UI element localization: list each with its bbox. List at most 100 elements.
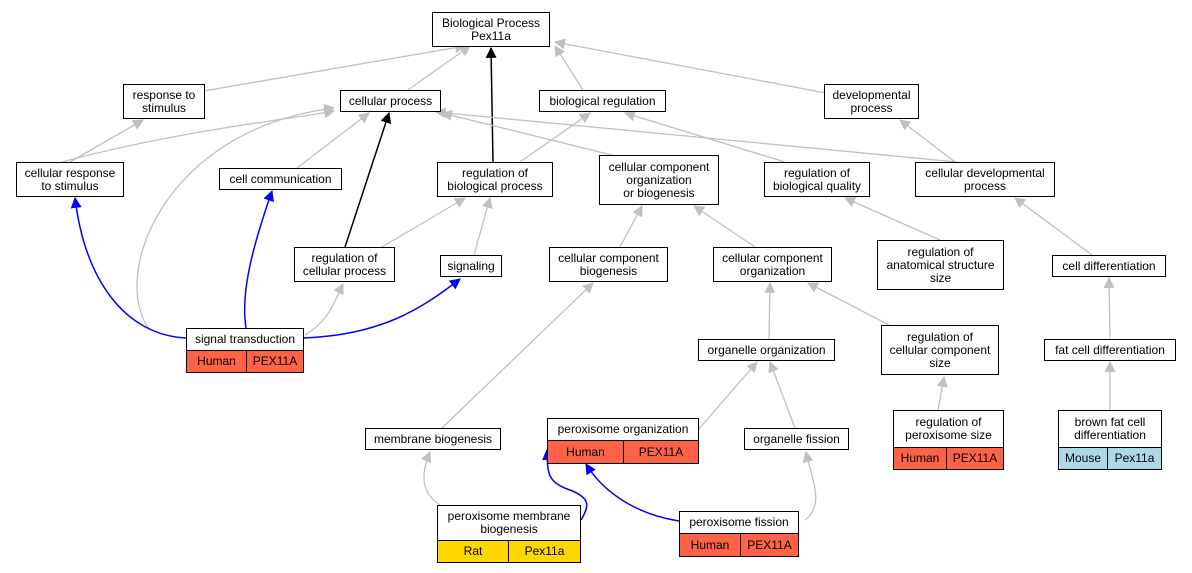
regulates-edge: [344, 111, 392, 248]
node-regulation-of-peroxisome-size[interactable]: regulation of peroxisome size Human PEX1…: [893, 410, 1004, 470]
node-organelle-organization[interactable]: organelle organization: [698, 339, 835, 361]
node-label: cell differentiation: [1062, 258, 1156, 273]
node-label: cell communication: [229, 171, 332, 186]
node-organelle-fission[interactable]: organelle fission: [744, 428, 849, 450]
is-a-edge: [553, 38, 827, 94]
is-a-edge: [381, 197, 466, 248]
node-brown-fat-cell-differentiation[interactable]: brown fat cell differentiation Mouse Pex…: [1058, 410, 1162, 470]
is-a-edge: [69, 119, 144, 163]
species-cell: Human: [186, 350, 247, 373]
gene-cell: PEX11A: [247, 350, 304, 373]
node-signaling[interactable]: signaling: [440, 255, 502, 277]
species-cell: Rat: [437, 540, 509, 563]
node-regulation-of-cellular-component-size[interactable]: regulation of cellular component size: [881, 325, 999, 375]
annotation-path-edge: [541, 448, 588, 521]
is-a-edge: [697, 361, 758, 431]
node-label: peroxisome fission: [689, 515, 789, 529]
node-label: regulation of biological quality: [772, 165, 862, 193]
node-cellular-component-biogenesis[interactable]: cellular component biogenesis: [549, 247, 668, 282]
node-label: peroxisome membrane biogenesis: [447, 509, 571, 536]
gene-cell: Pex11a: [509, 540, 581, 563]
node-signal-transduction[interactable]: signal transduction Human PEX11A: [186, 328, 304, 373]
species-cell: Human: [893, 447, 947, 470]
gene-cell: PEX11A: [947, 447, 1004, 470]
node-peroxisome-membrane-biogenesis[interactable]: peroxisome membrane biogenesis Rat Pex11…: [437, 505, 581, 563]
regulates-edge: [485, 46, 497, 163]
node-label: organelle fission: [753, 431, 840, 446]
is-a-edge: [807, 282, 890, 326]
is-a-edge: [407, 45, 471, 91]
annotation-path-edge: [70, 196, 187, 339]
is-a-edge: [136, 103, 336, 331]
node-biological-regulation[interactable]: biological regulation: [539, 90, 666, 112]
node-label: response to stimulus: [132, 87, 196, 115]
node-membrane-biogenesis[interactable]: membrane biogenesis: [365, 428, 501, 450]
node-label: signal transduction: [194, 332, 296, 346]
node-cellular-component-organization-or-biogenesis[interactable]: cellular component organization or bioge…: [599, 155, 719, 205]
node-fat-cell-differentiation[interactable]: fat cell differentiation: [1044, 339, 1176, 361]
node-regulation-of-anatomical-structure-size[interactable]: regulation of anatomical structure size: [877, 240, 1004, 290]
is-a-edge: [434, 107, 958, 163]
annotation-row: Rat Pex11a: [437, 540, 581, 563]
node-label: regulation of biological process: [447, 165, 543, 193]
node-label: regulation of cellular component size: [889, 329, 991, 370]
is-a-edge: [554, 45, 584, 91]
species-cell: Human: [547, 440, 624, 464]
node-regulation-of-biological-process[interactable]: regulation of biological process: [437, 162, 553, 197]
gene-cell: Pex11a: [1108, 447, 1162, 470]
species-cell: Human: [679, 533, 741, 557]
node-peroxisome-fission[interactable]: peroxisome fission Human PEX11A: [679, 511, 799, 557]
node-cell-communication[interactable]: cell communication: [219, 168, 342, 190]
node-label: cellular developmental process: [925, 165, 1045, 193]
annotation-row: Human PEX11A: [893, 447, 1004, 470]
is-a-edge: [421, 450, 441, 506]
is-a-edge: [619, 205, 643, 248]
node-cellular-process[interactable]: cellular process: [340, 90, 441, 112]
node-label: brown fat cell differentiation: [1074, 415, 1146, 442]
node-label: signaling: [447, 258, 495, 273]
annotation-row: Human PEX11A: [186, 350, 304, 373]
node-label: developmental process: [832, 87, 911, 115]
is-a-edge: [1014, 197, 1093, 256]
is-a-edge: [899, 119, 956, 163]
node-cell-differentiation[interactable]: cell differentiation: [1052, 255, 1166, 277]
node-label: membrane biogenesis: [373, 431, 493, 446]
is-a-edge: [304, 283, 344, 336]
annotation-path-edge: [585, 463, 680, 522]
annotation-row: Human PEX11A: [679, 533, 799, 557]
species-cell: Mouse: [1058, 447, 1108, 470]
gene-cell: PEX11A: [741, 533, 799, 557]
node-cellular-response-to-stimulus[interactable]: cellular response to stimulus: [16, 162, 124, 197]
node-label: regulation of cellular process: [302, 250, 387, 278]
is-a-edge: [1103, 276, 1115, 340]
node-response-to-stimulus[interactable]: response to stimulus: [123, 84, 205, 119]
node-label: cellular component biogenesis: [558, 250, 659, 278]
is-a-edge: [473, 196, 493, 256]
is-a-edge: [768, 360, 796, 429]
node-regulation-of-cellular-process[interactable]: regulation of cellular process: [294, 247, 395, 282]
node-biological-process-root[interactable]: Biological Process Pex11a: [432, 12, 550, 47]
node-label: biological regulation: [549, 93, 656, 108]
node-label: cellular response to stimulus: [24, 165, 116, 193]
node-regulation-of-biological-quality[interactable]: regulation of biological quality: [764, 162, 870, 197]
node-cellular-component-organization[interactable]: cellular component organization: [713, 247, 832, 282]
node-label: organelle organization: [707, 342, 826, 357]
is-a-edge: [440, 110, 641, 163]
node-peroxisome-organization[interactable]: peroxisome organization Human PEX11A: [547, 418, 699, 464]
is-a-edge: [519, 112, 591, 163]
node-label: Biological Process Pex11a: [441, 15, 541, 43]
is-a-edge: [764, 281, 776, 340]
node-label: cellular component organization or bioge…: [608, 159, 710, 200]
node-label: peroxisome organization: [557, 422, 689, 436]
gene-cell: PEX11A: [624, 440, 699, 464]
is-a-edge: [802, 450, 817, 521]
annotation-path-edge: [243, 189, 274, 329]
node-label: regulation of anatomical structure size: [886, 244, 995, 285]
node-developmental-process[interactable]: developmental process: [824, 84, 919, 119]
annotation-row: Human PEX11A: [547, 440, 699, 464]
is-a-edge: [191, 42, 467, 94]
is-a-edge: [61, 107, 336, 163]
node-cellular-developmental-process[interactable]: cellular developmental process: [915, 162, 1055, 197]
is-a-edge: [296, 112, 370, 169]
